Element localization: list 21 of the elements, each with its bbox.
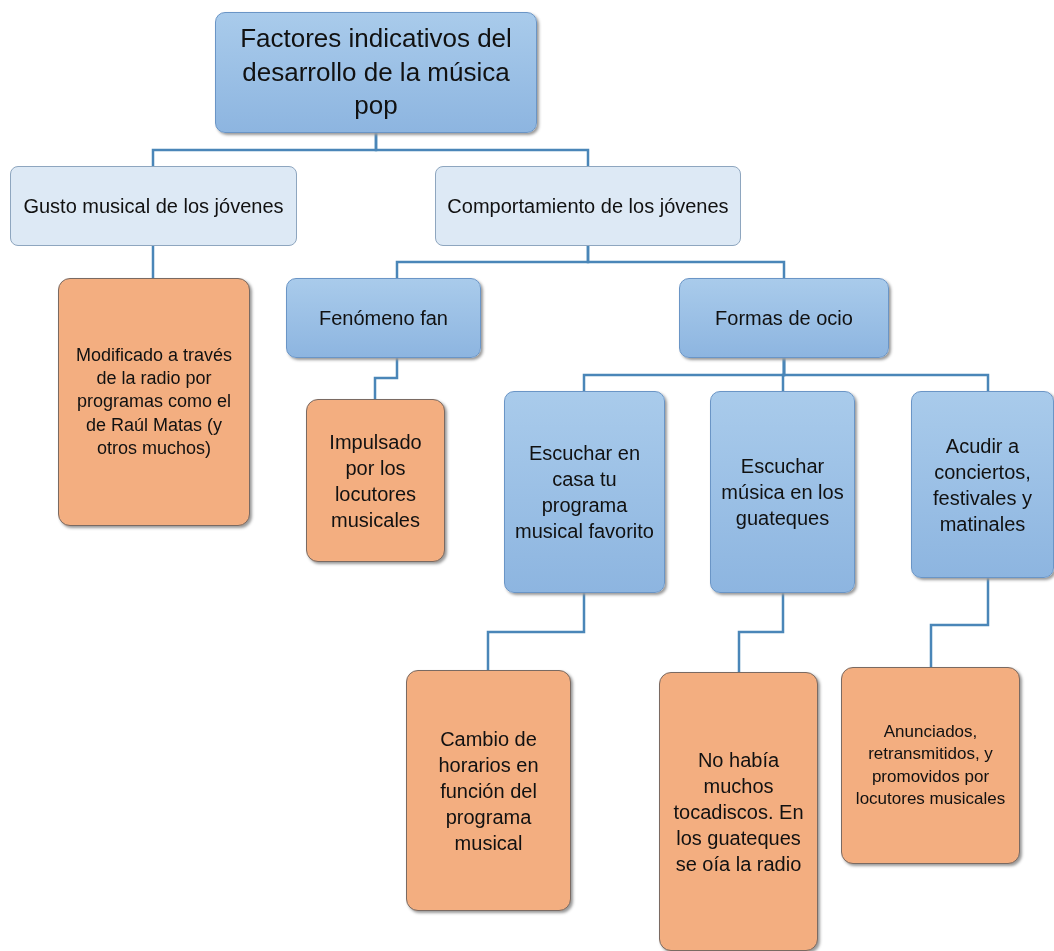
detail-box: Impulsado por los locutores musicales	[306, 399, 445, 562]
connector-line	[373, 358, 399, 399]
category-box: Gusto musical de los jóvenes	[10, 166, 297, 246]
detail-box: No había muchos tocadiscos. En los guateques se oía la radio	[659, 672, 818, 951]
connector-line	[929, 578, 990, 667]
connector-line	[374, 133, 590, 166]
connector-line	[151, 246, 155, 278]
connector-line	[737, 593, 785, 672]
topic-box: Factores indicativos del desarrollo de la música pop	[215, 12, 537, 133]
topic-box: Acudir a conciertos, festivales y matinales	[911, 391, 1054, 578]
connector-line	[486, 593, 586, 670]
detail-box: Cambio de horarios en función del programa musical	[406, 670, 571, 911]
topic-box: Formas de ocio	[679, 278, 889, 358]
topic-box: Escuchar música en los guateques	[710, 391, 855, 593]
topic-box: Fenómeno fan	[286, 278, 481, 358]
connector-line	[586, 246, 786, 278]
detail-box: Anunciados, retransmitidos, y promovidos por locutores musicales	[841, 667, 1020, 864]
connector-line	[782, 358, 990, 391]
category-box: Comportamiento de los jóvenes	[435, 166, 741, 246]
topic-box: Escuchar en casa tu programa musical favorito	[504, 391, 665, 593]
detail-box: Modificado a través de la radio por programas como el de Raúl Matas (y otros muchos)	[58, 278, 250, 526]
